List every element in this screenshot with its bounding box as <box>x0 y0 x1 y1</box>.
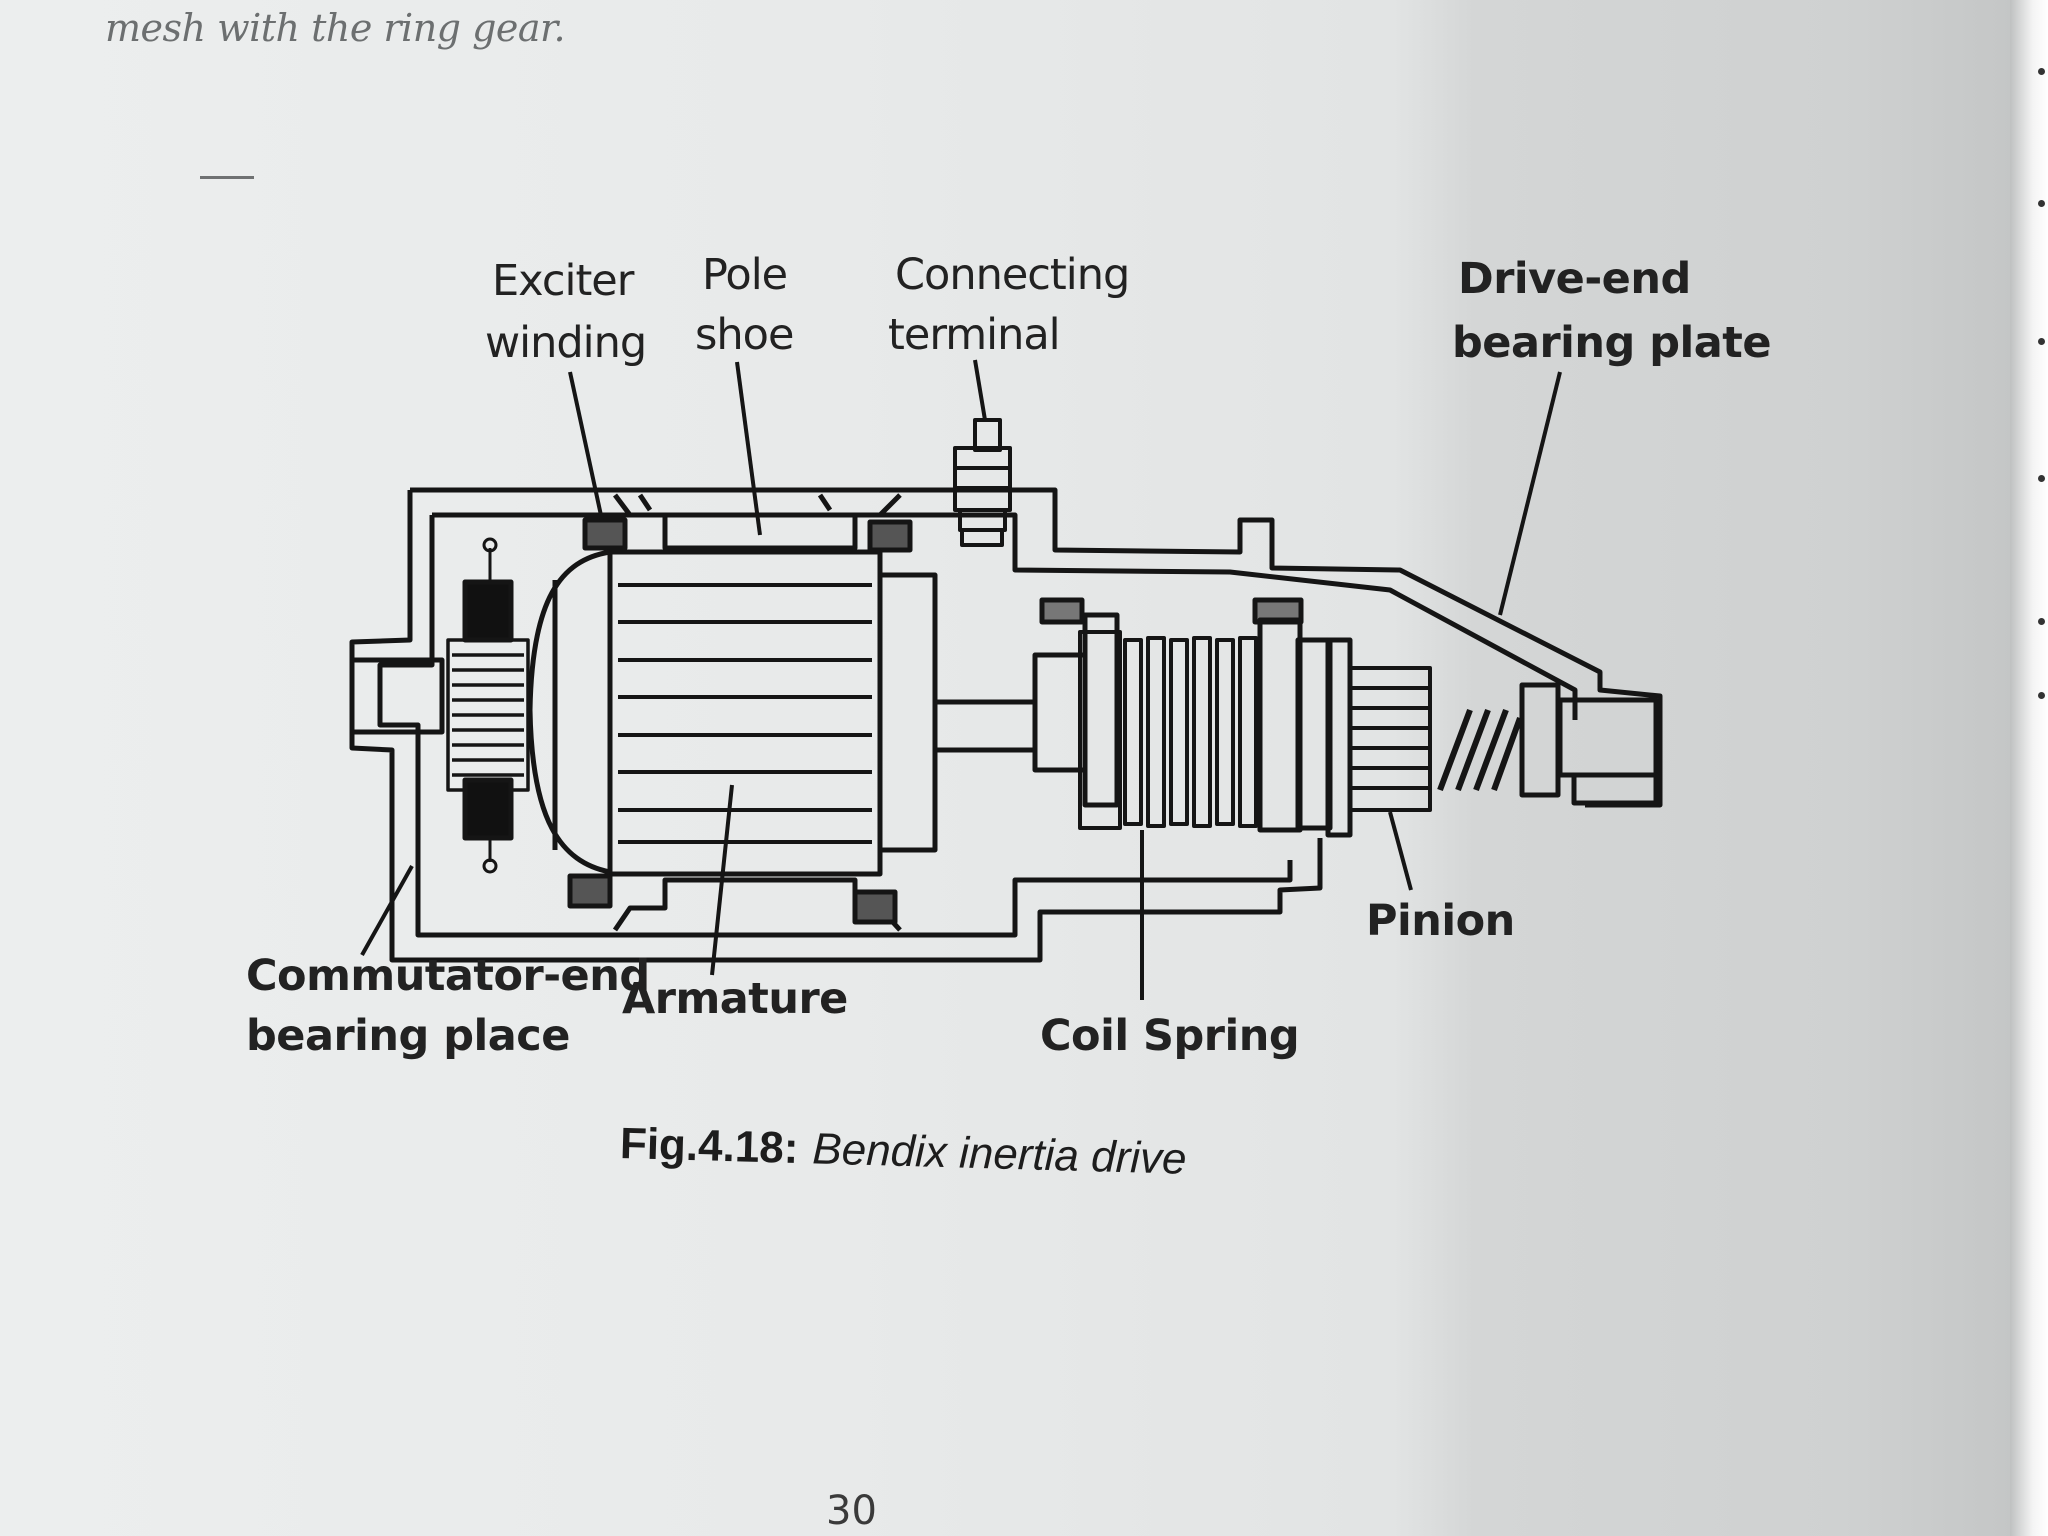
label-armature: Armature <box>622 974 848 1024</box>
page-edge-shadow <box>2010 0 2048 1536</box>
preceding-text-line: mesh with the ring gear. <box>105 6 566 50</box>
label-drive-end-line2: bearing plate <box>1452 318 1772 368</box>
pole-shoe-top <box>613 493 902 551</box>
commutator-end-boss <box>349 657 445 735</box>
armature-shaft <box>935 699 1035 753</box>
label-pole-shoe-line2: shoe <box>695 310 794 360</box>
label-drive-end-line1: Drive-end <box>1458 254 1691 304</box>
label-exciter-winding-line2: winding <box>485 318 647 368</box>
caption-title: Bendix inertia drive <box>811 1124 1188 1184</box>
helical-thread <box>1437 708 1523 792</box>
motor-housing <box>410 487 1663 808</box>
label-coil-spring: Coil Spring <box>1040 1011 1300 1061</box>
pinion-gear <box>1348 666 1432 812</box>
label-exciter-winding-line1: Exciter <box>492 256 634 306</box>
leader-armature <box>710 784 734 976</box>
leader-connecting-terminal <box>973 359 987 421</box>
armature-core <box>607 549 883 877</box>
leader-exciter-winding <box>568 371 604 521</box>
label-pole-shoe-line1: Pole <box>702 250 788 300</box>
exciter-winding-block <box>582 517 628 551</box>
coil-spring-coils <box>1078 630 1258 830</box>
drive-sleeve <box>1032 652 1088 773</box>
leader-drive-end <box>1498 371 1562 616</box>
label-connecting-terminal-line2: terminal <box>888 310 1061 360</box>
drive-end-bush <box>1519 682 1561 798</box>
separator-dash <box>200 176 254 179</box>
connecting-terminal-post <box>953 418 1012 547</box>
label-connecting-terminal-line1: Connecting <box>895 250 1130 300</box>
page-number: 30 <box>826 1488 877 1534</box>
leader-pole-shoe <box>735 361 762 536</box>
leader-pinion <box>1388 811 1413 891</box>
armature-slots <box>618 583 872 844</box>
label-pinion: Pinion <box>1366 896 1515 946</box>
caption-number: Fig.4.18: <box>619 1119 800 1173</box>
label-commutator-end-line1: Commutator-end <box>246 951 650 1001</box>
brush-bottom <box>462 777 514 841</box>
commutator <box>446 638 530 792</box>
leader-commutator-end <box>360 865 414 956</box>
brush-top <box>462 579 514 643</box>
label-commutator-end-line2: bearing place <box>246 1011 570 1061</box>
